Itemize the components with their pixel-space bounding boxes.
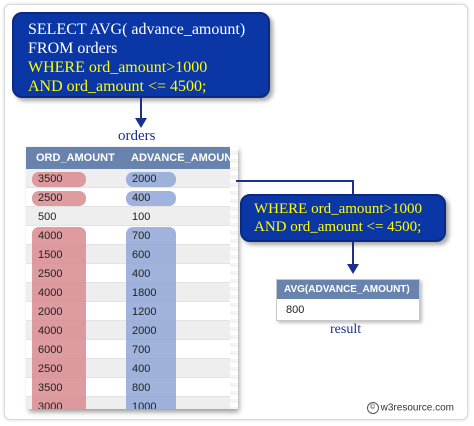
connector-table-horizontal	[236, 180, 354, 182]
table-row	[26, 207, 236, 226]
result-table: AVG(ADVANCE_AMOUNT) 800	[276, 279, 420, 321]
cell-ord-amount: 4000	[38, 287, 63, 299]
table-header-row: ORD_AMOUNT ADVANCE_AMOUNT	[26, 147, 236, 169]
query-line-select: SELECT AVG( advance_amount)	[28, 21, 246, 38]
cell-advance-amount: 400	[132, 268, 151, 280]
condition-line-where: WHERE ord_amount>1000	[254, 201, 423, 217]
cell-advance-amount: 100	[132, 211, 151, 223]
arrow-condition-to-result	[347, 264, 359, 274]
cell-ord-amount: 3500	[38, 173, 63, 185]
cell-ord-amount: 3000	[38, 401, 63, 409]
arrow-query-to-table	[135, 118, 147, 128]
cell-advance-amount: 2000	[132, 173, 157, 185]
connector-condition-to-result	[352, 242, 354, 266]
cell-advance-amount: 400	[132, 363, 151, 375]
cell-ord-amount: 2000	[38, 306, 63, 318]
result-caption: result	[330, 322, 362, 337]
cell-ord-amount: 2500	[38, 363, 63, 375]
credit-text: w3resource.com	[380, 402, 454, 414]
table-row	[26, 188, 236, 207]
copyright-icon: ©	[366, 402, 379, 414]
credit: ©w3resource.com	[366, 402, 454, 414]
result-header-label: AVG(ADVANCE_AMOUNT)	[284, 284, 410, 295]
query-line-where: WHERE ord_amount>1000	[28, 59, 208, 76]
cell-advance-amount: 1000	[132, 401, 157, 409]
cell-advance-amount: 1200	[132, 306, 157, 318]
sql-query-box: SELECT AVG( advance_amount) FROM orders …	[12, 12, 270, 98]
cell-advance-amount: 800	[132, 382, 151, 394]
result-value: 800	[286, 304, 305, 316]
highlight-ord-row-1	[32, 172, 86, 187]
torn-edge	[230, 147, 238, 409]
cell-ord-amount: 6000	[38, 344, 63, 356]
cell-advance-amount: 700	[132, 230, 151, 242]
cell-ord-amount: 3500	[38, 382, 63, 394]
query-line-and: AND ord_amount <= 4500;	[28, 78, 207, 95]
cell-ord-amount: 4000	[38, 325, 63, 337]
condition-line-and: AND ord_amount <= 4500;	[254, 219, 422, 235]
cell-advance-amount: 700	[132, 344, 151, 356]
highlight-adv-row-2	[126, 191, 176, 206]
condition-box: WHERE ord_amount>1000 AND ord_amount <= …	[240, 194, 446, 242]
highlight-ord-block	[32, 227, 86, 409]
header-ord-amount: ORD_AMOUNT	[36, 152, 115, 164]
cell-ord-amount: 500	[38, 211, 57, 223]
connector-query-to-table	[140, 98, 142, 120]
cell-ord-amount: 2500	[38, 192, 63, 204]
table-caption: orders	[118, 128, 156, 144]
highlight-adv-row-1	[126, 172, 176, 187]
highlight-adv-block	[126, 227, 176, 409]
orders-table: ORD_AMOUNT ADVANCE_AMOUNT 3500 2000 2500 40…	[26, 147, 236, 409]
highlight-ord-row-2	[32, 191, 86, 206]
cell-advance-amount: 2000	[132, 325, 157, 337]
cell-advance-amount: 600	[132, 249, 151, 261]
cell-advance-amount: 400	[132, 192, 151, 204]
query-line-from: FROM orders	[28, 40, 118, 57]
cell-ord-amount: 1500	[38, 249, 63, 261]
cell-ord-amount: 2500	[38, 268, 63, 280]
cell-ord-amount: 4000	[38, 230, 63, 242]
result-header: AVG(ADVANCE_AMOUNT)	[277, 280, 419, 299]
cell-advance-amount: 1800	[132, 287, 157, 299]
connector-table-vertical	[352, 180, 354, 194]
header-advance-amount: ADVANCE_AMOUNT	[131, 152, 236, 164]
